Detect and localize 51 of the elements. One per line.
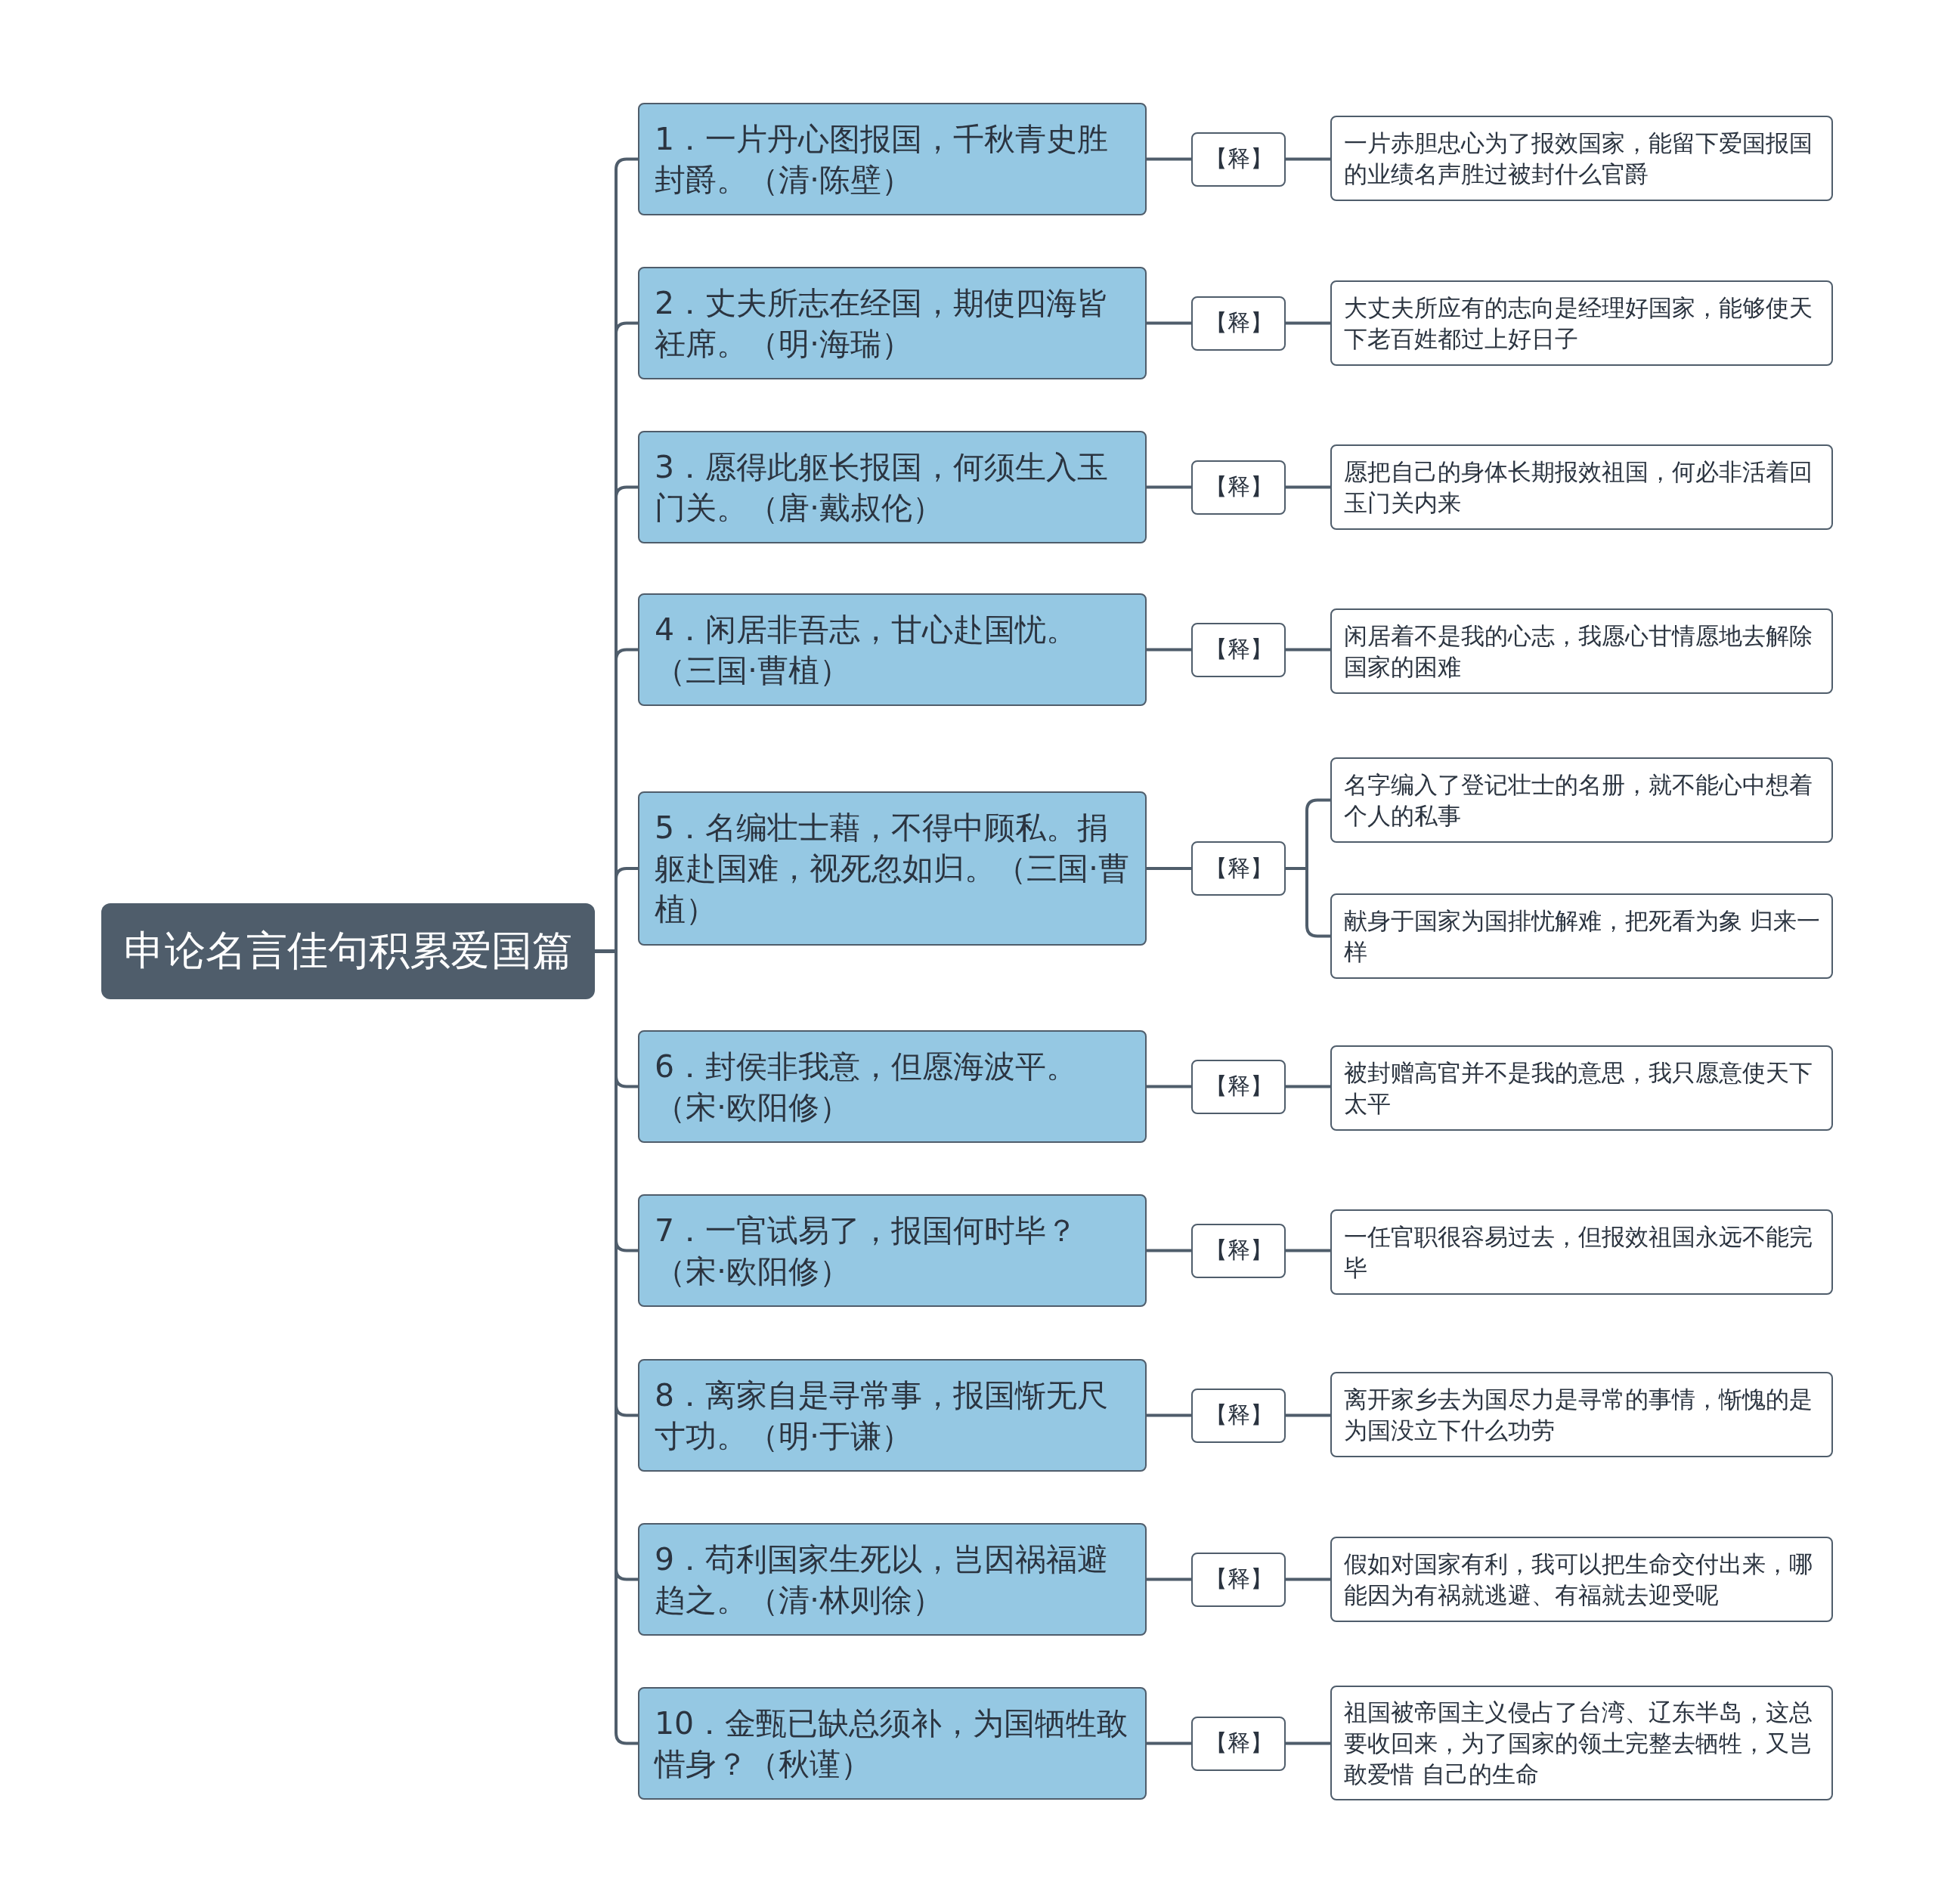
explanation-box: 离开家乡去为国尽力是寻常的事情，惭愧的是为国没立下什么功劳 <box>1330 1372 1833 1457</box>
explanation-box: 愿把自己的身体长期报效祖国，何必非活着回玉门关内来 <box>1330 444 1833 530</box>
connector-line <box>1147 157 1191 161</box>
quote-box: 3．愿得此躯长报国，何须生入玉门关。（唐·戴叔伦） <box>638 431 1147 543</box>
connector-line <box>1286 1085 1330 1088</box>
annotation-tag-box: 【释】 <box>1191 1223 1286 1278</box>
annotation-tag-box: 【释】 <box>1191 841 1286 896</box>
explanation-box: 假如对国家有利，我可以把生命交付出来，哪能因为有祸就逃避、有福就去迎受呢 <box>1330 1537 1833 1622</box>
connector-line <box>1286 648 1330 652</box>
connector-line <box>1286 1249 1330 1252</box>
quote-box: 7．一官试易了，报国何时毕？（宋·欧阳修） <box>638 1194 1147 1307</box>
annotation-tag-box: 【释】 <box>1191 1388 1286 1443</box>
annotation-tag-box: 【释】 <box>1191 1716 1286 1771</box>
quote-box: 4．闲居非吾志，甘心赴国忧。（三国·曹植） <box>638 593 1147 706</box>
annotation-tag-box: 【释】 <box>1191 1059 1286 1114</box>
connector-line <box>1147 321 1191 325</box>
explanation-box: 祖国被帝国主义侵占了台湾、辽东半岛，这总要收回来，为了国家的领土完整去牺牲，又岂敢爱惜 自己的生命 <box>1330 1686 1833 1800</box>
connector-line <box>1286 1413 1330 1417</box>
connector-line <box>1286 321 1330 325</box>
connector-line <box>1147 485 1191 489</box>
explanation-box: 大丈夫所应有的志向是经理好国家，能够使天下老百姓都过上好日子 <box>1330 280 1833 366</box>
explanation-box: 一任官职很容易过去，但报效祖国永远不能完毕 <box>1330 1209 1833 1295</box>
quote-box: 10．金甄已缺总须补，为国牺牲敢惜身？（秋谨） <box>638 1687 1147 1800</box>
connector-line <box>1286 157 1330 161</box>
central-topic-box: 申论名言佳句积累爱国篇 <box>101 903 595 999</box>
connector-line <box>1286 1741 1330 1745</box>
quote-box: 6．封侯非我意，但愿海波平。（宋·欧阳修） <box>638 1030 1147 1143</box>
annotation-tag-box: 【释】 <box>1191 1552 1286 1607</box>
quote-box: 9．苟利国家生死以，岂因祸福避趋之。（清·林则徐） <box>638 1523 1147 1636</box>
quote-box: 2．丈夫所志在经国，期使四海皆衽席。（明·海瑞） <box>638 267 1147 379</box>
connector-line <box>1147 1577 1191 1581</box>
annotation-tag-box: 【释】 <box>1191 622 1286 677</box>
explanation-box: 献身于国家为国排忧解难，把死看为象 归来一样 <box>1330 893 1833 979</box>
annotation-tag-box: 【释】 <box>1191 460 1286 515</box>
connector-line <box>1147 648 1191 652</box>
explanation-box: 被封赠高官并不是我的意思，我只愿意使天下太平 <box>1330 1045 1833 1131</box>
explanation-box: 一片赤胆忠心为了报效国家，能留下爱国报国的业绩名声胜过被封什么官爵 <box>1330 116 1833 201</box>
connector-line <box>1147 1413 1191 1417</box>
explanation-box: 闲居着不是我的心志，我愿心甘情愿地去解除国家的困难 <box>1330 608 1833 694</box>
quote-box: 1．一片丹心图报国，千秋青史胜封爵。（清·陈壁） <box>638 103 1147 215</box>
connector-line <box>1286 485 1330 489</box>
quote-box: 8．离家自是寻常事，报国惭无尺寸功。（明·于谦） <box>638 1359 1147 1472</box>
connector-line <box>1147 867 1191 870</box>
quote-box: 5．名编壮士藉，不得中顾私。捐躯赴国难，视死忽如归。（三国·曹植） <box>638 791 1147 946</box>
explanation-box: 名字编入了登记壮士的名册，就不能心中想着个人的私事 <box>1330 757 1833 843</box>
annotation-tag-box: 【释】 <box>1191 296 1286 351</box>
connector-line <box>1286 1577 1330 1581</box>
connector-line <box>1147 1085 1191 1088</box>
connector-line <box>1147 1741 1191 1745</box>
connector-line <box>1147 1249 1191 1252</box>
annotation-tag-box: 【释】 <box>1191 132 1286 187</box>
